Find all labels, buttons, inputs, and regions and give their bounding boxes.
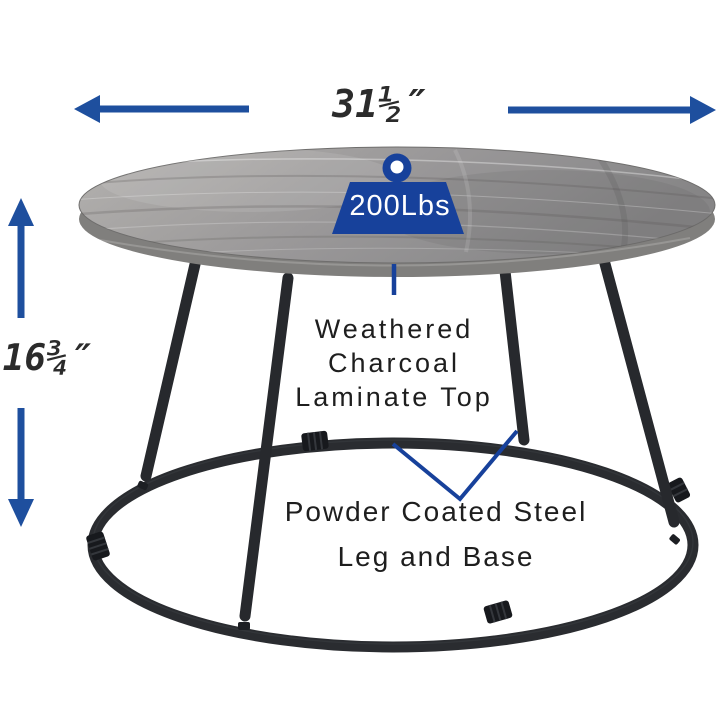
weight-icon-body [332, 182, 464, 234]
top-callout: Weathered Charcoal Laminate Top [234, 312, 554, 414]
ring-foot [669, 534, 680, 545]
width-dimension-label: 31½″ [332, 82, 424, 126]
height-arrow-bottom [8, 408, 34, 527]
callout-line: Charcoal [327, 348, 461, 378]
height-dimension-label: 16¾″ [2, 338, 90, 379]
base-callout: Powder Coated Steel Leg and Base [226, 489, 646, 579]
weight-icon [332, 153, 464, 234]
table-leg-back-left [140, 254, 202, 482]
table-leg-front-left [239, 272, 294, 622]
callout-line: Leg and Base [337, 541, 535, 572]
base-callout-pointer [391, 429, 519, 502]
width-arrow-left [74, 95, 249, 123]
table-leg-front-right [598, 254, 680, 528]
height-dimension-arrows [8, 198, 34, 527]
width-arrow-right [508, 96, 716, 124]
ring-collar [86, 531, 110, 561]
ring-collar [301, 430, 329, 452]
base-ring [86, 430, 699, 653]
width-dimension-arrows [74, 95, 716, 124]
weight-capacity-label: 200Lbs [349, 190, 451, 222]
ring-foot [137, 480, 149, 491]
table-legs-front [239, 254, 680, 622]
callout-line: Laminate Top [295, 382, 493, 412]
ring-foot [238, 622, 250, 630]
ring-collar [483, 600, 513, 624]
callout-line: Weathered [314, 314, 474, 344]
callout-line: Powder Coated Steel [284, 496, 588, 527]
ring-collar [667, 477, 691, 503]
table-legs-back [140, 254, 530, 482]
height-arrow-top [8, 198, 34, 318]
table-leg-back-right [498, 256, 530, 446]
